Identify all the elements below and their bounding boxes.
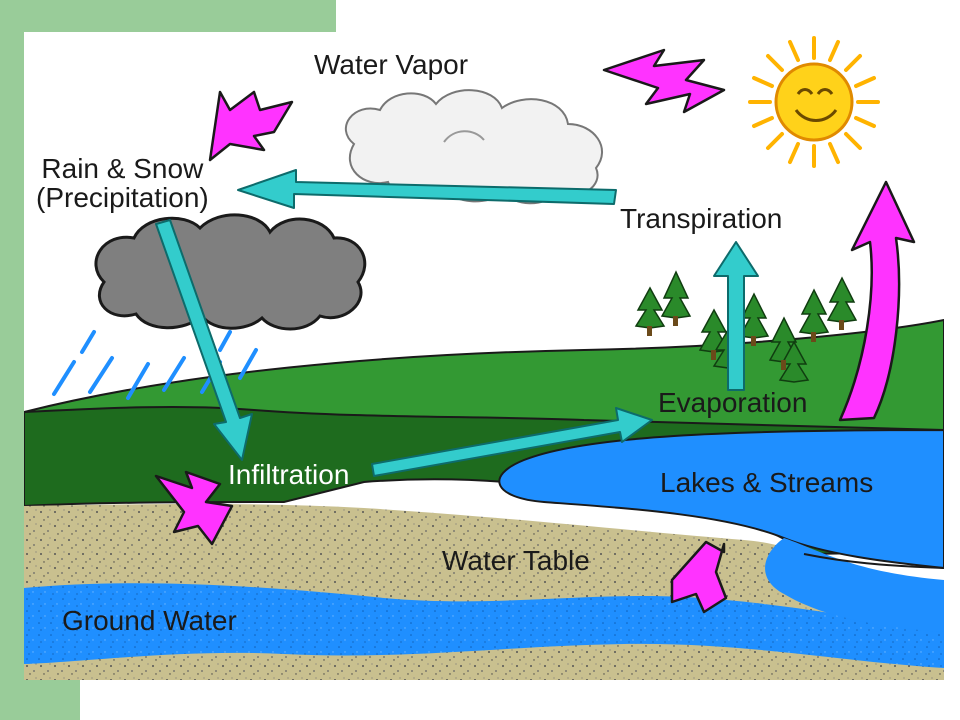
water-cycle-diagram: Water Vapor Rain & Snow (Precipitation) … xyxy=(24,32,944,680)
rain-snow-line2: (Precipitation) xyxy=(36,182,209,214)
lake xyxy=(498,428,944,570)
sun-icon xyxy=(748,36,880,168)
rain-cloud-icon xyxy=(94,213,367,331)
water-table-label: Water Table xyxy=(442,545,590,576)
arrow-icon xyxy=(154,48,916,614)
diagram-artwork xyxy=(24,36,944,680)
transpiration-label: Transpiration xyxy=(620,203,783,234)
water-vapor-label: Water Vapor xyxy=(314,49,469,80)
stream xyxy=(765,538,944,632)
raindrop-icon xyxy=(52,330,258,400)
ground-water-label: Ground Water xyxy=(62,605,237,636)
arrow-icon xyxy=(155,169,759,477)
rain-snow-line1: Rain & Snow xyxy=(41,153,204,184)
lakes-streams-label: Lakes & Streams xyxy=(660,467,874,498)
infiltration-label: Infiltration xyxy=(228,459,350,490)
lake-edge xyxy=(803,553,944,569)
tree-trunks xyxy=(647,316,844,370)
rain-snow-label: Rain & Snow (Precipitation) xyxy=(36,154,209,213)
evaporation-label: Evaporation xyxy=(658,387,808,418)
